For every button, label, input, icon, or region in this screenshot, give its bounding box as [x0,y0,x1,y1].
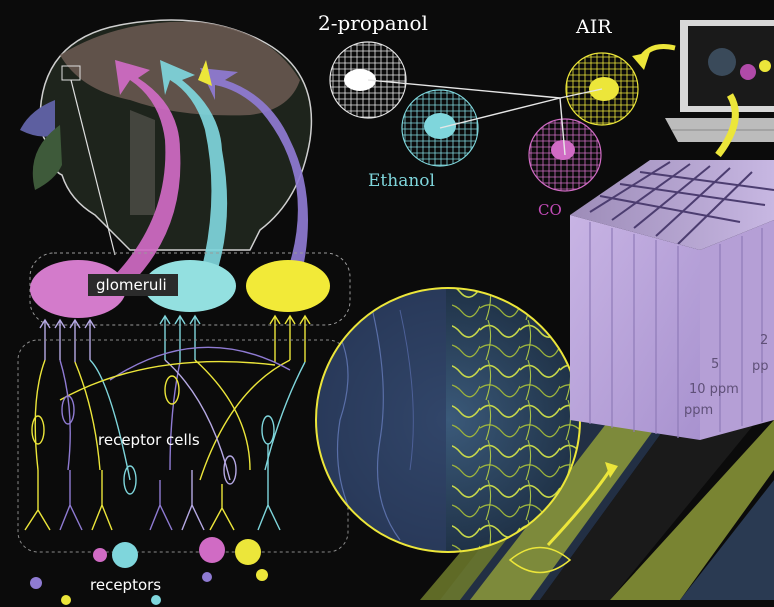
glomeruli-label: glomeruli [96,276,167,294]
sensor-array-cube: 5 pp 2 10 ppm ppm [570,160,774,440]
ppm-2-label: 2 [760,333,768,348]
ppm-5-label: 5 [711,357,719,372]
receptors-label: receptors [90,576,161,594]
propanol-label: 2-propanol [318,11,428,35]
glomerulus-yellow [246,260,330,312]
receptor-yellow [235,539,261,565]
receptor-magenta [199,537,225,563]
ppm-bottom-label: ppm [684,403,713,418]
zoom-circle [316,288,582,552]
ppm-10-label: 10 ppm [689,382,739,397]
co-label: CO [538,201,562,219]
air-label: AIR [575,16,612,38]
ppm-5-unit-label: pp [752,359,769,374]
receptor-cells-label: receptor cells [98,431,200,449]
receptor-cyan [112,542,138,568]
laptop [665,20,774,142]
ethanol-label: Ethanol [368,171,435,191]
